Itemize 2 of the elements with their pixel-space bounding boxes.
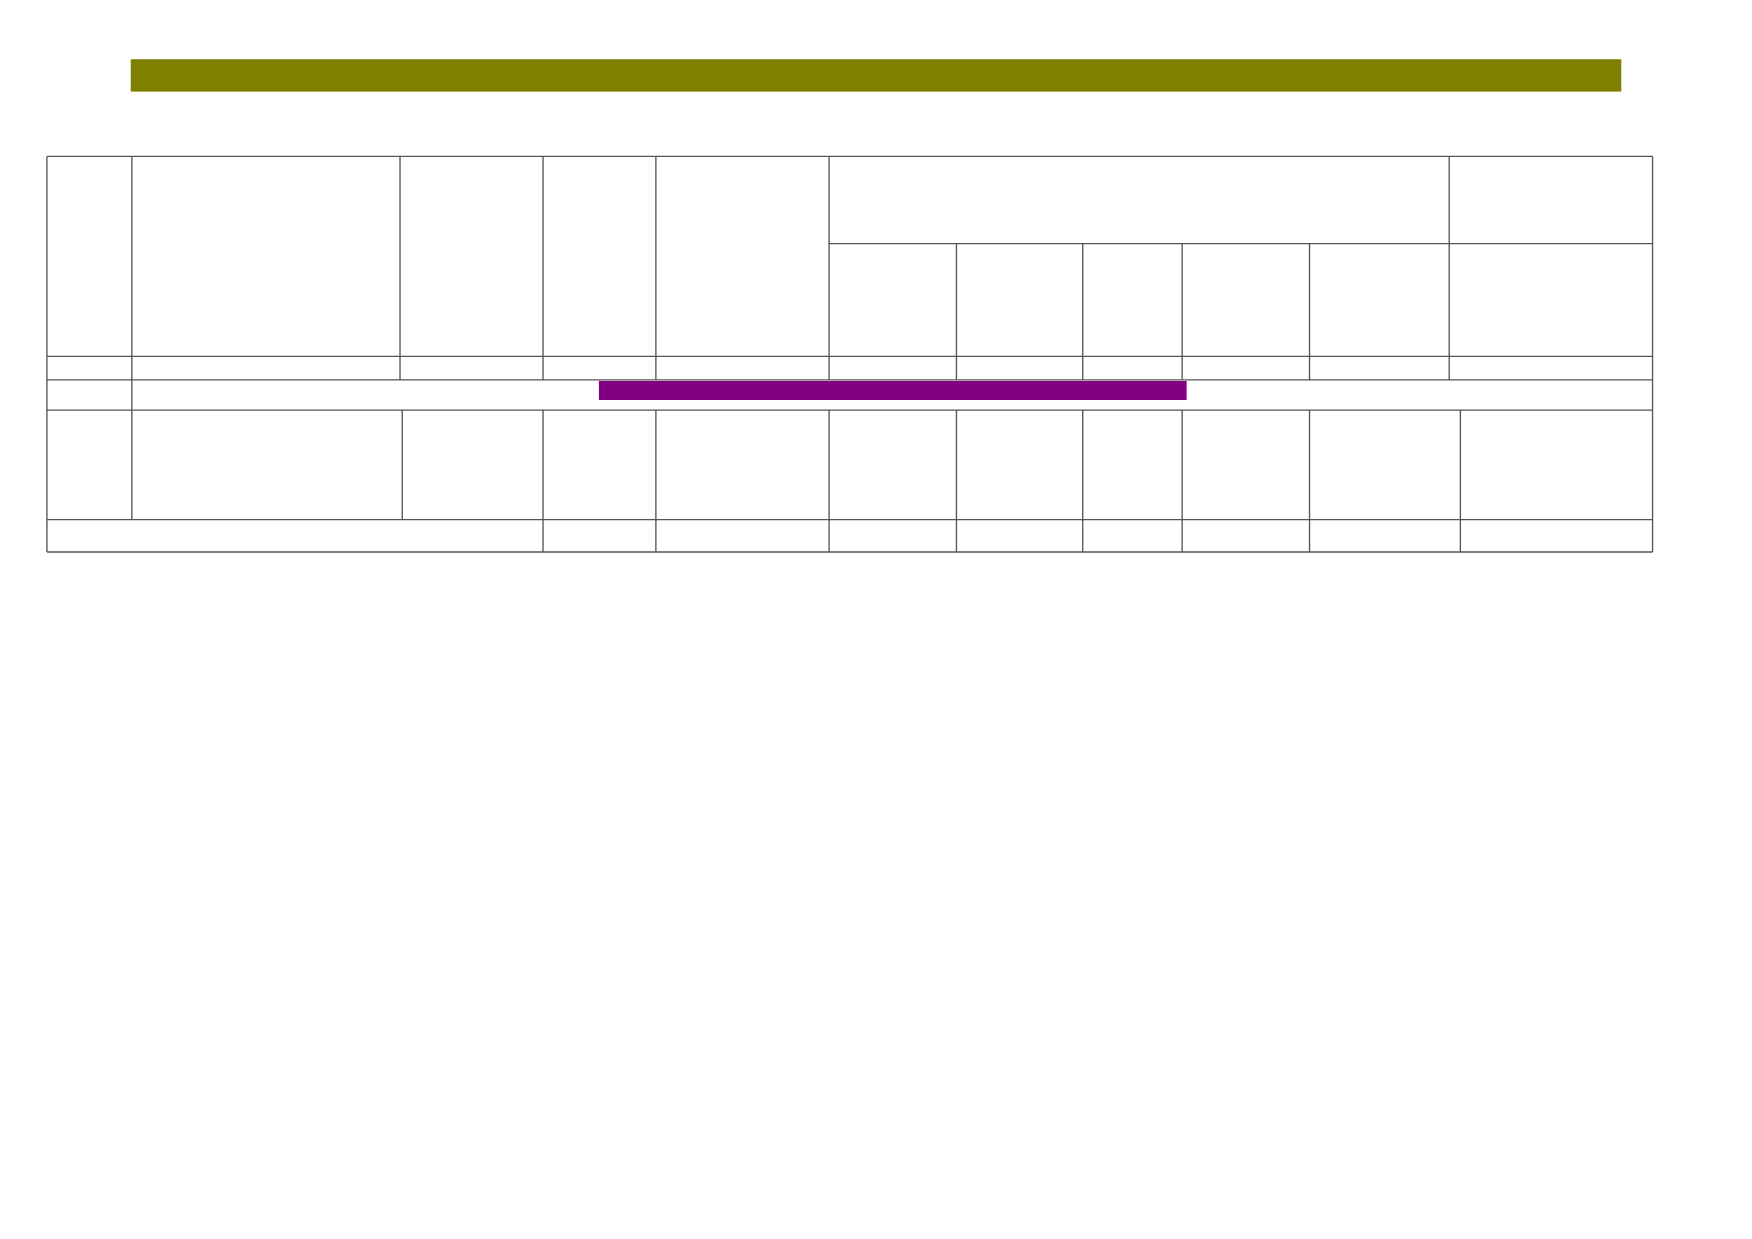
color-bar — [130, 59, 1622, 92]
color-bar — [598, 381, 1187, 400]
